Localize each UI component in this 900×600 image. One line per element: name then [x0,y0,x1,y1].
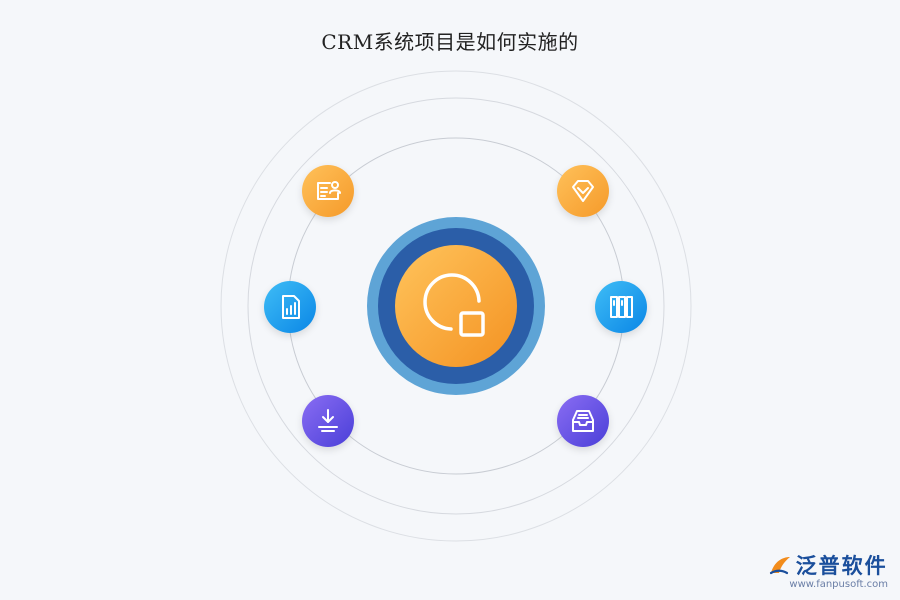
id-card-icon [317,181,341,200]
report-document-icon [282,295,300,319]
download-icon [318,409,338,432]
node-bottom-left [302,395,354,447]
node-mid-left [264,281,316,333]
orbit-ring-outer [220,70,692,542]
brand-url: www.fanpusoft.com [789,579,888,590]
node-mid-right [595,281,647,333]
node-top-right [557,165,609,217]
node-top-left [302,165,354,217]
brand-mark-icon [769,557,790,575]
books-icon [610,296,633,318]
node-bottom-right [557,395,609,447]
brand-logo[interactable]: 泛普软件 www.fanpusoft.com [767,550,888,590]
brand-name: 泛普软件 [795,554,888,578]
orbit-ring-middle [247,97,665,515]
center-hub [367,217,545,395]
inbox-tray-icon [572,410,594,432]
page-title: CRM系统项目是如何实施的 [321,30,579,54]
pie-chart-icon [423,273,485,337]
diamond-badge-icon [572,180,594,202]
